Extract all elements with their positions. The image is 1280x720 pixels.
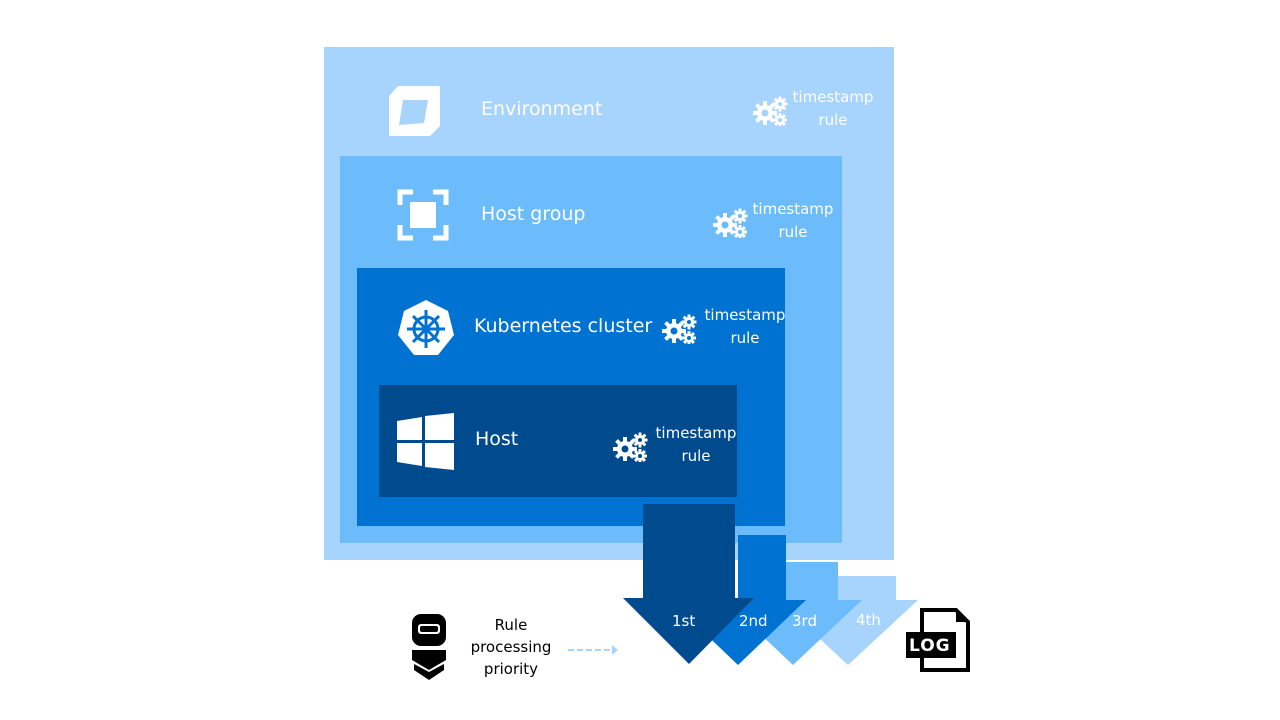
rule-text-line: timestamp [752,200,834,218]
rule-text-line: rule [818,111,848,129]
legend-line: priority [483,660,539,678]
legend-line: Rule [494,616,528,634]
gears-icon [613,432,648,462]
rule-text-line: rule [778,223,808,241]
kubernetes-cluster-label: Kubernetes cluster [474,315,653,337]
arrow-3rd [724,562,862,665]
host-label: Host [475,428,519,450]
priority-label-3rd: 3rd [792,612,817,630]
rule-text-line: timestamp [655,424,737,442]
priority-label-1st: 1st [672,612,696,630]
priority-label-2nd: 2nd [739,612,768,630]
priority-label-4th: 4th [856,611,881,629]
arrow-1st [623,504,754,664]
host-group-icon [397,189,449,241]
processing-agent-icon [412,614,446,680]
windows-icon [397,413,454,470]
gears-icon [662,314,697,344]
host-group-label: Host group [481,203,586,225]
environment-cube-icon [389,86,440,136]
gears-icon [713,208,748,238]
rule-text-line: rule [730,329,760,347]
host-rule: timestamp rule [646,422,746,468]
rule-text-line: timestamp [792,88,874,106]
rule-text-line: rule [681,447,711,465]
legend-dashed-arrowhead [612,645,618,655]
host-group-rule: timestamp rule [743,198,843,244]
arrow-4th [778,576,918,665]
kubernetes-icon [398,300,454,355]
host-box [379,385,737,497]
kubernetes-cluster-rule: timestamp rule [695,304,795,350]
rule-text-line: timestamp [704,306,786,324]
legend-line: processing [470,638,552,656]
environment-rule: timestamp rule [783,86,883,132]
gears-icon [753,96,788,126]
log-file-icon [906,608,970,672]
environment-label: Environment [481,98,603,120]
log-file-label: LOG [909,636,951,656]
rule-processing-priority-label: Rule processing priority [462,614,560,680]
